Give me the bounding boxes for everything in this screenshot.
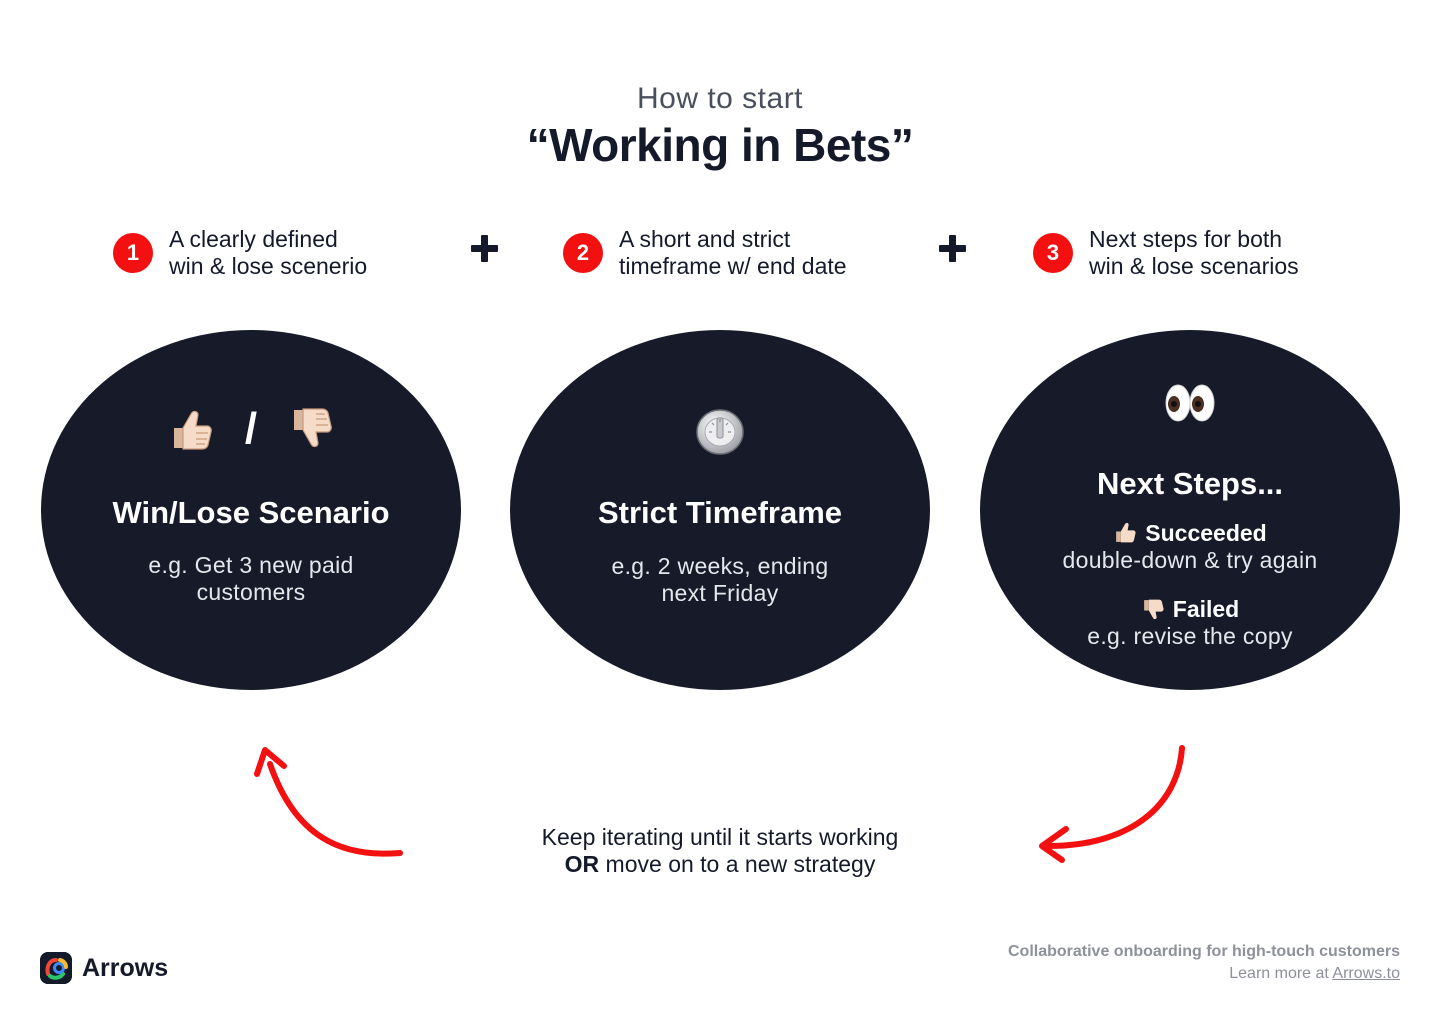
step-text: A short and strict timeframe w/ end date bbox=[619, 226, 847, 280]
card-title: Strict Timeframe bbox=[597, 495, 843, 530]
step-line: Next steps for both bbox=[1089, 226, 1283, 252]
succeeded-label: Succeeded bbox=[980, 520, 1400, 547]
timer-row bbox=[510, 408, 930, 463]
loop-arrow-right bbox=[1039, 745, 1185, 863]
win-lose-card: / Win/Lose Scenario e.g. Get 3 new paid … bbox=[41, 330, 461, 690]
desc-line: next Friday bbox=[661, 580, 779, 606]
desc-line: e.g. Get 3 new paid bbox=[148, 552, 354, 578]
header: How to start “Working in Bets” bbox=[0, 82, 1440, 172]
failed-block: Failed e.g. revise the copy bbox=[980, 596, 1400, 650]
step-line: A clearly defined bbox=[169, 226, 338, 252]
brand-logo[interactable]: Arrows bbox=[40, 952, 168, 984]
step-line: win & lose scenarios bbox=[1089, 253, 1299, 279]
thumbs-down-icon bbox=[293, 408, 332, 447]
timeframe-card: Strict Timeframe e.g. 2 weeks, ending ne… bbox=[510, 330, 930, 690]
succeeded-text-label: Succeeded bbox=[1145, 520, 1267, 546]
card-description: e.g. 2 weeks, ending next Friday bbox=[510, 553, 930, 607]
brand-name: Arrows bbox=[82, 953, 169, 982]
thumbs-up-icon bbox=[174, 410, 212, 450]
step-2: 2 A short and strict timeframe w/ end da… bbox=[563, 226, 847, 280]
card-title: Next Steps... bbox=[1096, 466, 1284, 501]
iteration-line-2: OR move on to a new strategy bbox=[0, 851, 1440, 878]
card-description: e.g. Get 3 new paid customers bbox=[41, 552, 461, 606]
step-number-badge: 1 bbox=[113, 233, 153, 273]
learn-more: Learn more at Arrows.to bbox=[1008, 963, 1400, 985]
footer: Collaborative onboarding for high-touch … bbox=[1008, 941, 1400, 985]
thumbs-down-icon bbox=[1143, 599, 1164, 620]
eyes-row bbox=[980, 382, 1400, 431]
step-line: win & lose scenerio bbox=[169, 253, 368, 279]
plus-icon bbox=[935, 232, 971, 268]
step-text: Next steps for both win & lose scenarios bbox=[1089, 226, 1299, 280]
page-title: “Working in Bets” bbox=[526, 119, 914, 171]
loop-arrow-left bbox=[254, 747, 403, 857]
arrows-logo-icon bbox=[40, 952, 72, 984]
step-number-badge: 3 bbox=[1033, 233, 1073, 273]
thumbs-row: / bbox=[41, 402, 461, 452]
step-line: A short and strict bbox=[619, 226, 791, 252]
step-3: 3 Next steps for both win & lose scenari… bbox=[1033, 226, 1299, 280]
separator: / bbox=[244, 403, 258, 453]
step-text: A clearly defined win & lose scenerio bbox=[169, 226, 367, 280]
page-subtitle: How to start bbox=[636, 82, 804, 115]
iteration-note: Keep iterating until it starts working O… bbox=[0, 824, 1440, 878]
or-emphasis: OR bbox=[564, 851, 600, 877]
thumbs-up-icon bbox=[1116, 522, 1136, 543]
timer-clock-icon bbox=[696, 409, 744, 455]
iteration-line-2-rest: move on to a new strategy bbox=[599, 851, 876, 877]
step-1: 1 A clearly defined win & lose scenerio bbox=[113, 226, 367, 280]
arrows-link[interactable]: Arrows.to bbox=[1332, 965, 1400, 982]
learn-more-text: Learn more at bbox=[1229, 965, 1333, 982]
plus-icon bbox=[467, 232, 503, 268]
iteration-line-1: Keep iterating until it starts working bbox=[541, 824, 899, 850]
logo-mark-graphic bbox=[40, 952, 72, 984]
eyes-icon bbox=[1165, 384, 1215, 422]
failed-text: e.g. revise the copy bbox=[1087, 623, 1293, 649]
step-number-badge: 2 bbox=[563, 233, 603, 273]
failed-text-label: Failed bbox=[1172, 596, 1240, 622]
step-line: timeframe w/ end date bbox=[619, 253, 847, 279]
succeeded-text: double-down & try again bbox=[1062, 547, 1318, 573]
desc-line: customers bbox=[196, 579, 306, 605]
next-steps-card: Next Steps... Succeeded double-down & tr… bbox=[980, 330, 1400, 690]
brand-tagline: Collaborative onboarding for high-touch … bbox=[1007, 943, 1400, 960]
desc-line: e.g. 2 weeks, ending bbox=[611, 553, 829, 579]
card-title: Win/Lose Scenario bbox=[112, 495, 390, 530]
failed-label: Failed bbox=[980, 596, 1400, 623]
succeeded-block: Succeeded double-down & try again bbox=[980, 520, 1400, 574]
